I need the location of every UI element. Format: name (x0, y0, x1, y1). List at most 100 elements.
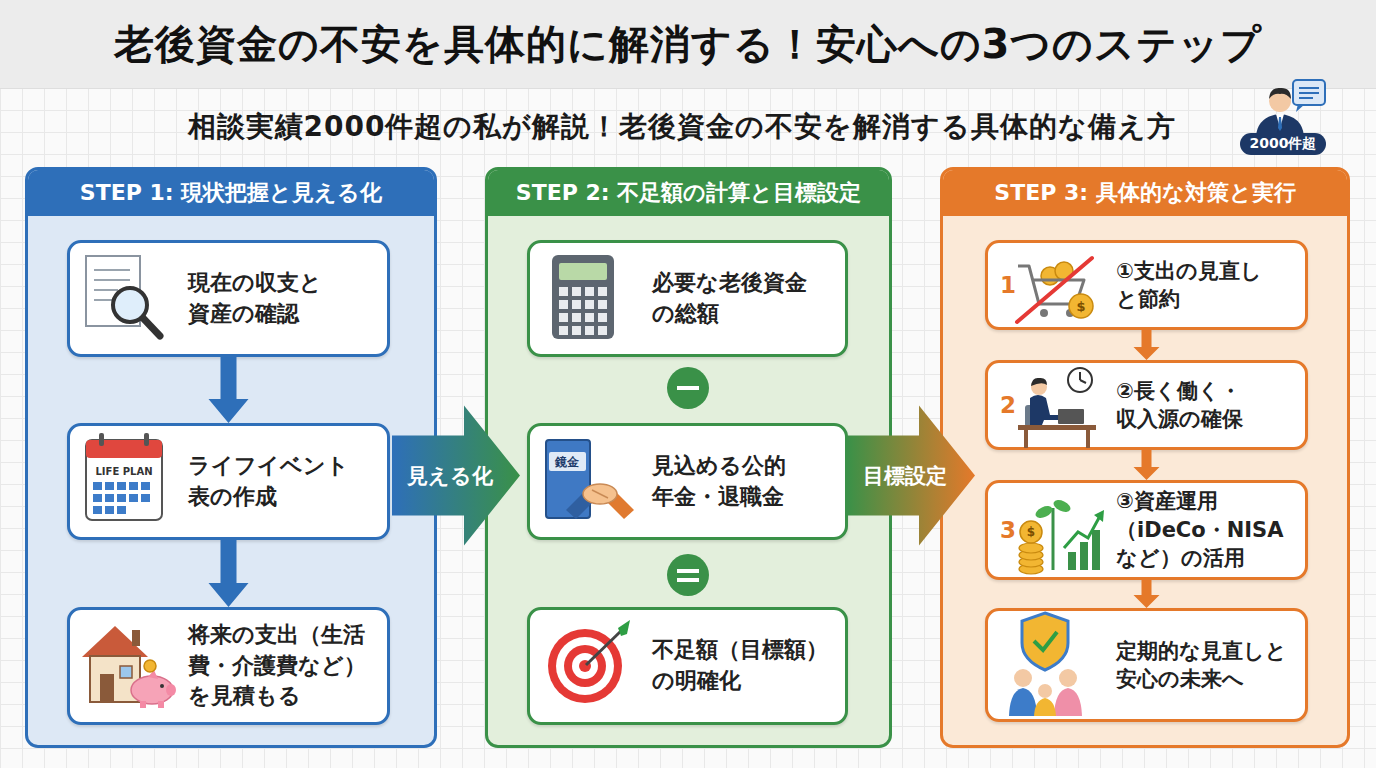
step-box: 定期的な見直しと 安心の未来へ (985, 608, 1308, 722)
family-shield-icon-part (1034, 632, 1057, 650)
calendar-icon-part-part (93, 482, 102, 490)
step-transition-arrow (392, 406, 520, 546)
house-piggy-icon-part (90, 656, 140, 702)
calendar-icon-part-part (105, 482, 114, 490)
calendar-icon-part-part (93, 494, 102, 502)
target-icon (548, 620, 630, 703)
box-label: ②長く働く・ 収入源の確保 (1116, 377, 1301, 434)
badge-text: 2000件超 (1250, 135, 1317, 153)
calculator-icon-part-part (572, 326, 581, 335)
step-box: 現在の収支と 資産の確認 (67, 240, 390, 357)
calculator-icon-part (559, 263, 607, 280)
calculator-icon-part-part (572, 300, 581, 309)
callout-number: 2 (1000, 363, 1016, 447)
document-magnifier-icon-part (86, 256, 140, 326)
step-box: 将来の支出（生活 費・介護費など） を見積もる (67, 607, 390, 725)
step-box: 不足額（目標額） の明確化 (527, 607, 848, 725)
advisor-avatar-part (1296, 104, 1305, 112)
calculator-icon-part-part (585, 287, 594, 296)
advisor-avatar-part (1299, 92, 1319, 94)
count-badge: 2000件超 (1240, 133, 1326, 155)
work-desk-icon-part (1031, 379, 1047, 395)
calculator-icon (552, 255, 614, 339)
calculator-icon-part (559, 287, 607, 335)
calendar-icon-part (86, 440, 162, 458)
calculator-icon-part-part (598, 326, 607, 335)
document-magnifier-icon-part (94, 289, 118, 291)
callout-number-text: 3 (1000, 517, 1016, 543)
family-shield-icon-part (1014, 669, 1032, 687)
pension-book-handshake-icon-part (546, 440, 590, 518)
box-text-area: ③資産運用 （iDeCo・NISA など）の活用 (1116, 483, 1301, 577)
pension-book-handshake-icon-part (592, 490, 608, 498)
calculator-icon-part-part (598, 300, 607, 309)
box-text-area: 見込める公的 年金・退職金 (652, 426, 847, 537)
step-panel: STEP 1: 現状把握と見える化現在の収支と 資産の確認ライフイベント 表の作… (25, 167, 437, 748)
calendar-icon-part (93, 482, 150, 514)
house-piggy-icon-part (120, 666, 132, 678)
title-band (0, 0, 1376, 89)
calendar-icon-part-part (117, 482, 126, 490)
work-desk-icon-part (1080, 380, 1086, 383)
step-header: STEP 3: 具体的な対策と実行 (943, 170, 1347, 216)
calculator-icon-part-part (598, 287, 607, 296)
calendar-icon-part-part (105, 506, 114, 514)
calculator-icon-part-part (559, 326, 568, 335)
flow-arrow (1134, 580, 1160, 608)
pension-book-handshake-icon-part (549, 452, 586, 471)
house-piggy-icon-part (158, 701, 164, 708)
advisor-avatar-part (1276, 114, 1284, 128)
calculator-icon-part-part (559, 300, 568, 309)
step-heading: STEP 3: 具体的な対策と実行 (994, 178, 1295, 208)
calendar-icon-part (99, 433, 104, 446)
calculator-icon-part-part (559, 313, 568, 322)
box-text-area: ライフイベント 表の作成 (188, 426, 388, 537)
callout-number: 1 (1000, 243, 1016, 327)
family-shield-icon-part (1009, 688, 1037, 716)
step-heading: STEP 1: 現状把握と見える化 (80, 178, 382, 208)
investment-growth-icon-part (1052, 498, 1073, 515)
work-desk-icon-part (1025, 405, 1039, 427)
house-piggy-icon-part (166, 684, 176, 696)
house-piggy-icon-part (131, 676, 173, 704)
investment-growth-icon-part (1080, 542, 1088, 570)
work-desk-icon-part (1031, 378, 1047, 386)
calculator-icon-part-part (585, 313, 594, 322)
calendar-icon-part-part (141, 494, 150, 502)
calendar-icon (86, 433, 162, 520)
calendar-icon-part-part (117, 494, 126, 502)
work-desk-icon-part (1024, 430, 1028, 448)
box-text-area: 不足額（目標額） の明確化 (652, 610, 847, 722)
step-box: 必要な老後資金 の総額 (527, 240, 848, 357)
target-icon-part (548, 629, 622, 703)
title-holder: 老後資金の不安を具体的に解消する！安心への3つのステップ (0, 0, 1376, 88)
investment-growth-icon-part (1094, 510, 1104, 522)
target-icon-part (572, 653, 598, 679)
calculator-icon-part-part (585, 326, 594, 335)
step-box: 3 ③資産運用 （iDeCo・NISA など）の活用 (985, 480, 1308, 580)
family-shield-icon-part (1054, 688, 1082, 716)
step-box: 見込める公的 年金・退職金 (527, 423, 848, 540)
family-shield-icon-part (1022, 613, 1068, 670)
calendar-icon-part-part (129, 482, 138, 490)
advisor-avatar-part (1299, 87, 1319, 89)
title-text: 老後資金の不安を具体的に解消する！安心への3つのステップ (114, 17, 1263, 72)
work-desk-icon-part (1018, 425, 1096, 430)
advisor-avatar-part (1269, 90, 1291, 112)
work-desk-icon-part (1058, 409, 1084, 424)
house-piggy-icon-part (160, 684, 164, 688)
investment-growth-icon-part (1020, 521, 1042, 543)
investment-growth-icon-part (1019, 550, 1043, 560)
document-magnifier-icon-part (94, 269, 130, 271)
step-box: 1①支出の見直し と節約 (985, 240, 1308, 330)
document-magnifier-icon-part (142, 317, 160, 336)
house-piggy-icon (82, 626, 176, 708)
calculator-icon-part-part (572, 287, 581, 296)
calendar-icon-part-part (141, 482, 150, 490)
calculator-icon-part-part (598, 313, 607, 322)
equals-operator-part (667, 554, 709, 596)
family-shield-icon-part (1038, 684, 1052, 698)
calculator-icon-part-part (585, 300, 594, 309)
box-text-area: 将来の支出（生活 費・介護費など） を見積もる (188, 610, 388, 722)
